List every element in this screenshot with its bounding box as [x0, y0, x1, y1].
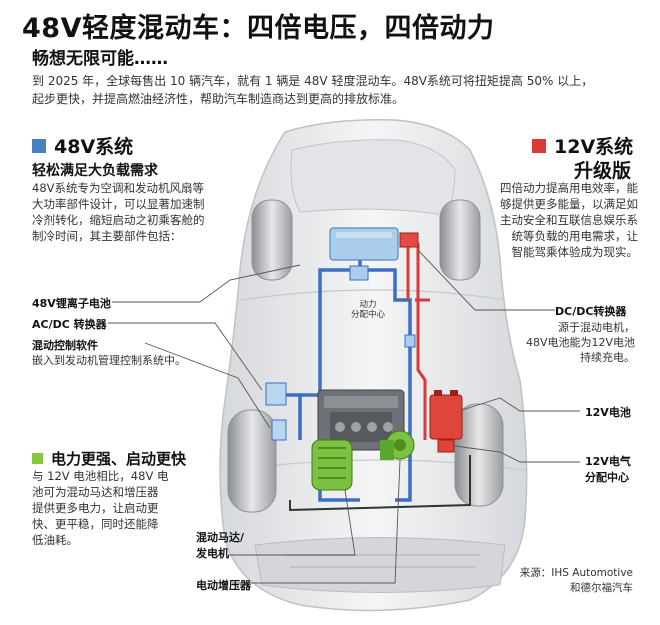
acdc-converter-box — [265, 382, 287, 406]
page-title: 48V轻度混动车：四倍电压，四倍动力 — [22, 13, 495, 44]
body-line: 智能驾乘体验成为现实。 — [511, 245, 639, 259]
body-line: 与 12V 电池相比，48V 电 — [32, 469, 169, 483]
label-electric-booster: 电动增压器 — [196, 579, 251, 592]
ground-wire — [289, 455, 471, 512]
intro-text: 到 2025 年，全球每售出 10 辆汽车，就有 1 辆是 48V 轻度混动车。… — [32, 72, 642, 108]
electrical-distribution-12v — [437, 439, 455, 453]
label-48v-battery: 48V锂离子电池 — [32, 297, 111, 310]
label-hybrid-software-desc: 嵌入到发动机管理控制系统中。 — [32, 354, 186, 367]
label-line: 发电机 — [196, 547, 229, 560]
tire-front-right — [454, 403, 504, 507]
source-line: 和德尔福汽车 — [570, 582, 633, 594]
label-acdc-converter: AC/DC 转换器 — [32, 318, 107, 331]
section-48v-subtitle: 轻松满足大负载需求 — [32, 163, 158, 179]
intro-line: 到 2025 年，全球每售出 10 辆汽车，就有 1 辆是 48V 轻度混动车。… — [32, 74, 594, 88]
body-line: 提供更多电力，让启动更 — [32, 501, 159, 515]
label-dcdc-converter: DC/DC转换器 — [555, 305, 627, 318]
dcdc-converter — [399, 232, 419, 248]
electric-booster — [380, 430, 415, 460]
label-power-distribution: 动力 分配中心 — [346, 300, 390, 320]
section-power-heading: 电力更强、启动更快 — [32, 448, 186, 469]
label-hybrid-software: 混动控制软件 — [32, 339, 98, 352]
section-48v-title: 48V系统 — [54, 136, 134, 158]
page-subtitle: 畅想无限可能…… — [32, 49, 168, 69]
section-12v-title: 12V系统 — [554, 136, 634, 158]
hybrid-motor — [311, 439, 353, 491]
label-dcdc-desc: 源于混动电机， 48V电池能为12V电池 持续充电。 — [510, 320, 635, 365]
tire-rear-left — [251, 199, 293, 281]
section-48v-body: 48V系统专为空调和发动机风扇等 大功率部件设计，可以显著加速制 冷剂转化，缩短… — [32, 180, 252, 244]
label-line: 分配中心 — [350, 310, 385, 320]
label-12v-battery: 12V电池 — [585, 406, 631, 419]
body-line: 冷剂转化，缩短启动之初乘客舱的 — [32, 213, 205, 227]
hybrid-control-box — [271, 419, 287, 441]
section-12v-heading: 12V系统 — [532, 132, 633, 159]
blue-square-icon — [32, 138, 46, 153]
body-line: 低油耗。 — [32, 533, 78, 547]
body-line: 四倍动力提高用电效率，能 — [500, 181, 638, 195]
intro-line: 起步更快，并提高燃油经济性，帮助汽车制造商达到更高的排放标准。 — [32, 92, 405, 106]
label-line: 持续充电。 — [580, 351, 635, 364]
section-12v-title-2: 升级版 — [574, 160, 632, 182]
body-line: 统等负载的用电需求，让 — [511, 229, 639, 243]
tire-front-left — [227, 409, 277, 513]
body-line: 大功率部件设计，可以显著加速制 — [32, 197, 205, 211]
label-line: 48V电池能为12V电池 — [525, 336, 635, 349]
section-power-body: 与 12V 电池相比，48V 电 池可为混动马达和增压器 提供更多电力，让启动更… — [32, 468, 192, 548]
green-square-icon — [32, 453, 43, 464]
section-48v-heading: 48V系统 — [32, 132, 133, 159]
body-line: 主动安全和互联信息娱乐系 — [500, 213, 638, 227]
wiring-12v — [406, 243, 430, 440]
engine-block — [317, 389, 405, 451]
car-grille — [254, 537, 506, 593]
label-line: 源于混动电机， — [558, 321, 635, 334]
leader-lines — [108, 249, 580, 584]
car-windshield — [290, 139, 456, 216]
section-12v-body: 四倍动力提高用电效率，能 够提供更多能量，以满足如 主动安全和互联信息娱乐系 统… — [470, 180, 638, 260]
source-credit: 来源：IHS Automotive 和德尔福汽车 — [488, 566, 633, 596]
power-distribution-center — [349, 265, 369, 281]
body-line: 制冷时间，其主要部件包括： — [32, 229, 182, 243]
label-line: 混动马达/ — [196, 531, 245, 544]
label-line: 动力 — [359, 300, 377, 310]
body-line: 快、更平稳，同时还能降 — [32, 517, 159, 531]
body-line: 48V系统专为空调和发动机风扇等 — [32, 181, 204, 195]
tire-rear-right — [439, 199, 481, 281]
body-line: 够提供更多能量，以满足如 — [500, 197, 638, 211]
label-line: 12V电气 — [585, 455, 631, 468]
battery-12v — [429, 390, 463, 440]
body-line: 池可为混动马达和增压器 — [32, 485, 159, 499]
source-line: 来源：IHS Automotive — [519, 567, 633, 579]
label-line: 分配中心 — [585, 471, 629, 484]
red-square-icon — [532, 138, 546, 153]
label-hybrid-motor: 混动马达/ 发电机 — [196, 530, 244, 562]
section-power-title: 电力更强、启动更快 — [51, 450, 187, 468]
label-12v-distribution: 12V电气 分配中心 — [585, 454, 631, 486]
